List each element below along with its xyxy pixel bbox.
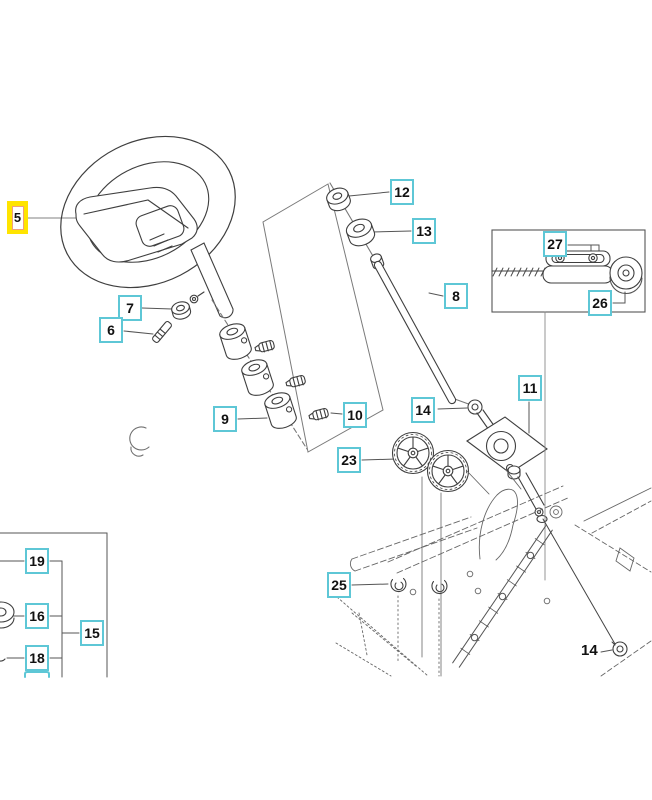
part-callout-6[interactable]: 6 [99,317,123,343]
steering-wheels-drawing [391,431,470,677]
mounting-plate-drawing [466,416,548,524]
part-callout-15[interactable]: 15 [80,620,104,646]
part-callout-18[interactable]: 18 [25,645,49,671]
partial-callout-box [24,671,50,678]
coupler-stack-drawing [211,299,329,450]
part-callout-5-number: 5 [11,205,24,230]
bottom-left-group-box [0,532,108,678]
part-callout-7[interactable]: 7 [118,295,142,321]
part-callout-14-lower: 14 [581,642,598,659]
part-callout-5-highlighted[interactable]: 5 [7,201,28,234]
detail-inset-box [491,229,646,581]
group-outline-parallelogram [262,183,384,453]
part-callout-13[interactable]: 13 [412,218,436,244]
part-callout-16[interactable]: 16 [25,603,49,629]
part-callout-25[interactable]: 25 [327,572,351,598]
part-callout-19[interactable]: 19 [25,548,49,574]
part-callout-11[interactable]: 11 [518,375,542,401]
part-callout-23[interactable]: 23 [337,447,361,473]
part-callout-26[interactable]: 26 [588,290,612,316]
steering-shaft-drawing [326,182,503,441]
part-callout-8[interactable]: 8 [444,283,468,309]
part-callout-9[interactable]: 9 [213,406,237,432]
part-callout-27[interactable]: 27 [543,231,567,257]
part-callout-14[interactable]: 14 [411,397,435,423]
steering-wheel-drawing [60,135,236,457]
part-callout-12[interactable]: 12 [390,179,414,205]
part-callout-10[interactable]: 10 [343,402,367,428]
chassis-frame-drawing [335,469,652,677]
